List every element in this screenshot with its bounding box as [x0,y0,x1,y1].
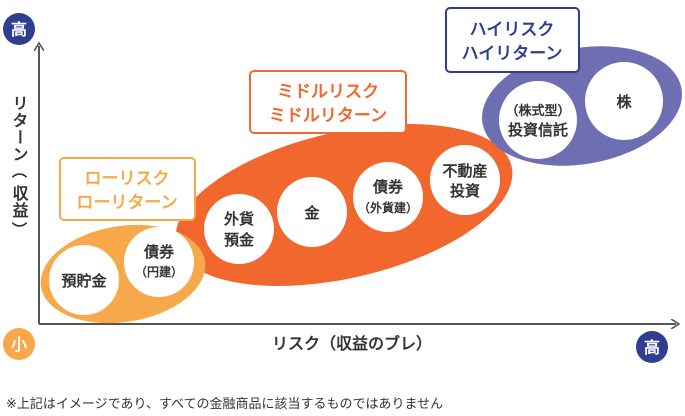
item-bond-yen-line2: （円建） [135,264,183,279]
item-savings-label: 預貯金 [61,272,107,290]
item-bond-yen: 債券 （円建） [124,227,194,297]
high-risk-title-box: ハイリスク ハイリターン [445,7,580,73]
y-axis-label-main: リターン [10,95,29,163]
item-real-estate-line2: 投資 [450,182,480,200]
low-risk-title-line1: ローリスク [85,169,170,189]
x-high-label: 高 [644,338,660,357]
item-savings: 預貯金 [49,245,119,315]
item-bond-yen-line1: 債券 [143,243,175,261]
x-axis-label: リスク（収益のブレ） [272,334,432,353]
item-bond-foreign-line2: （外貨建） [358,200,418,215]
item-stocks: 株 [585,62,663,140]
y-axis-label-paren-close: ） [10,221,28,237]
item-investment-trust-line2: 投資信託 [508,121,568,139]
item-foreign-deposit: 外貨 預金 [204,194,274,264]
y-high-badge: 高 [3,13,35,45]
low-risk-title-line2: ローリターン [76,193,177,213]
low-risk-title-box: ローリスク ローリターン [59,157,196,221]
item-stocks-label: 株 [616,93,632,111]
item-bond-foreign-line1: 債券 [372,178,404,196]
x-high-badge: 高 [636,331,668,363]
high-risk-title-line2: ハイリターン [462,44,563,64]
item-foreign-deposit-line2: 預金 [224,231,255,249]
x-low-badge: 小 [3,328,35,360]
y-high-label: 高 [11,20,27,39]
item-bond-foreign: 債券 （外貨建） [353,162,423,232]
footnote: ※上記はイメージであり、すべての金融商品に該当するものではありません [6,397,444,412]
item-real-estate: 不動産 投資 [430,145,500,215]
item-gold: 金 [277,177,347,247]
item-foreign-deposit-line1: 外貨 [223,210,254,228]
y-axis-label-sub: 収益 [10,185,29,219]
item-real-estate-line1: 不動産 [442,162,487,180]
high-risk-title-line1: ハイリスク [470,20,555,40]
item-gold-label: 金 [303,204,320,222]
item-investment-trust-line1: （株式型） [505,103,570,119]
middle-risk-title-line1: ミドルリスク [277,82,379,102]
item-investment-trust: （株式型） 投資信託 [499,81,577,159]
middle-risk-title-line2: ミドルリターン [269,106,387,126]
y-axis-label-paren-open: （ [10,163,28,179]
middle-risk-title-box: ミドルリスク ミドルリターン [249,70,407,134]
x-low-label: 小 [11,335,27,354]
